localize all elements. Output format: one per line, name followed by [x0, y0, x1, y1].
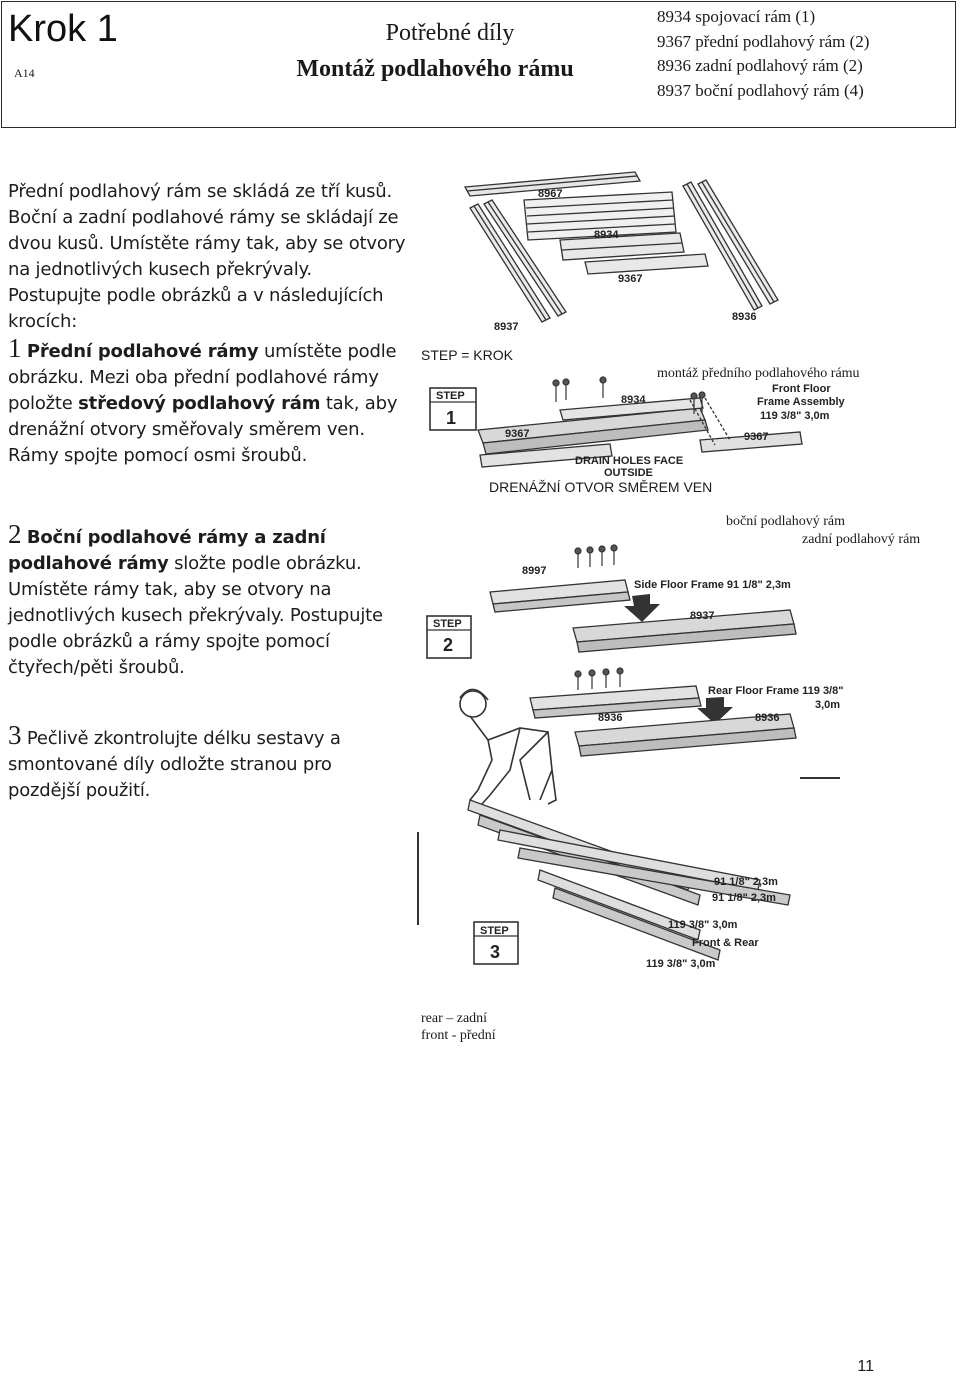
step1-bold-front-frames: Přední podlahové rámy [26, 341, 259, 362]
step3-number: 3 [8, 720, 22, 750]
rear-frame-label: Rear Floor Frame 119 3/8" [708, 685, 843, 697]
part-8934-assembly-label: 8934 [621, 394, 646, 406]
parts-list-item: 8937 boční podlahový rám (4) [657, 80, 864, 100]
dim-label-4: 119 3/8" 3,0m [646, 958, 716, 970]
step2-block: 2 Boční podlahové rámy a zadní podlahové… [8, 521, 418, 681]
step3-badge-num: 3 [490, 942, 500, 962]
part-9367-label: 9367 [618, 273, 642, 285]
section-title: Montáž podlahového rámu [296, 56, 574, 82]
part-8936-label-a: 8936 [598, 712, 622, 724]
front-gloss: front - přední [421, 1028, 496, 1043]
side-frame-cz: boční podlahový rám [726, 514, 845, 529]
step1-bold-center-frame: středový podlahový rám [78, 393, 321, 414]
step1-art-labels: 8967 8934 9367 8937 8936 STEP 1 8934 936… [436, 188, 846, 479]
part-8937-label: 8937 [494, 321, 518, 333]
step3-badge-word: STEP [480, 925, 509, 937]
rear-gloss: rear – zadní [421, 1011, 488, 1026]
step1-badge-num: 1 [446, 408, 456, 428]
front-dims-label: 119 3/8" 3,0m [760, 410, 830, 422]
step1-exploded-frames [429, 171, 803, 468]
step1-text-a: umístěte podle obrázku. Mezi oba přední … [8, 341, 397, 414]
step3-block: 3 Pečlivě zkontrolujte délku sestavy a s… [8, 722, 408, 804]
dim-label-3: 119 3/8" 3,0m [668, 919, 738, 931]
parts-list: 8934 spojovací rám (1) 9367 přední podla… [657, 5, 869, 103]
front-rear-label: Front & Rear [692, 937, 759, 949]
part-8934-label: 8934 [594, 229, 619, 241]
step2-badge-num: 2 [443, 635, 453, 655]
part-8937-label-2: 8937 [690, 610, 714, 622]
parts-list-item: 8936 zadní podlahový rám (2) [657, 56, 863, 75]
front-assembly-cz: montáž předního podlahového rámu [657, 366, 860, 381]
step3-art-labels: 91 1/8" 2,3m 91 1/8" 2,3m 119 3/8" 3,0m … [480, 876, 778, 970]
step3-assembled-frames [417, 799, 791, 965]
step3-text: Pečlivě zkontrolujte délku sestavy a smo… [8, 728, 341, 801]
part-8936-label: 8936 [732, 311, 756, 323]
step2-bold: Boční podlahové rámy a zadní podlahové r… [8, 527, 326, 574]
dim-label-2: 91 1/8" 2,3m [712, 892, 776, 904]
drain-holes-label: DRAIN HOLES FACE [575, 455, 683, 467]
parts-title: Potřebné díly [385, 20, 515, 46]
step2-frames [426, 544, 840, 779]
frame-assembly-label: Frame Assembly [757, 396, 846, 408]
drain-holes-cz: DRENÁŽNÍ OTVOR SMĚREM VEN [489, 479, 713, 495]
step2-text: složte podle obrázku. Umístěte rámy tak,… [8, 553, 383, 678]
parts-list-item: 9367 přední podlahový rám (2) [657, 31, 870, 51]
outside-label: OUTSIDE [604, 467, 653, 479]
step-title: Krok 1 [8, 8, 118, 50]
page-code: A14 [14, 66, 35, 80]
step2-badge-word: STEP [433, 618, 462, 630]
dim-label-1: 91 1/8" 2,3m [714, 876, 778, 888]
step1-text-b: tak, aby drenážní otvory směřovaly směre… [8, 393, 398, 466]
front-floor-label: Front Floor [772, 383, 831, 395]
part-9367-assembly-label: 9367 [505, 428, 529, 440]
page-number: 11 [857, 1358, 874, 1375]
step1-badge-word: STEP [436, 390, 465, 402]
part-8967-label: 8967 [538, 188, 562, 200]
step2-number: 2 [8, 519, 22, 549]
step-equals-krok: STEP = KROK [421, 347, 513, 363]
rear-frame-cz: zadní podlahový rám [802, 532, 921, 547]
intro-text: Přední podlahový rám se skládá ze tří ku… [8, 181, 406, 332]
worker-figure [459, 688, 557, 805]
intro-and-step1: Přední podlahový rám se skládá ze tří ku… [8, 179, 408, 469]
part-8936-label-b: 8936 [755, 712, 779, 724]
side-frame-label: Side Floor Frame 91 1/8" 2,3m [634, 579, 791, 591]
header-box [1, 1, 956, 128]
step1-number: 1 [8, 333, 22, 363]
part-8997-label: 8997 [522, 565, 546, 577]
part-9367-assembly-label-right: 9367 [744, 431, 768, 443]
parts-list-item: 8934 spojovací rám (1) [657, 7, 816, 26]
step2-art-labels: 8997 Side Floor Frame 91 1/8" 2,3m STEP … [433, 565, 843, 724]
rear-frame-m-label: 3,0m [815, 699, 840, 711]
